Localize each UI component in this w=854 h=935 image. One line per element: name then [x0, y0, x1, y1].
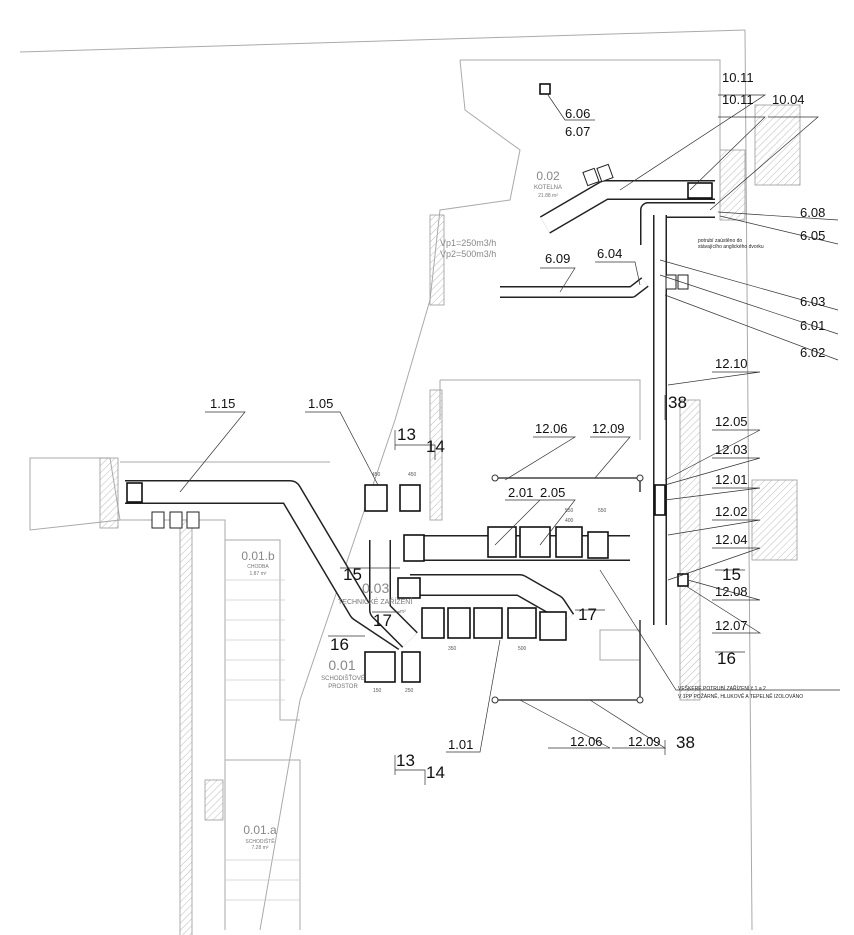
label-12.01: 12.01: [715, 472, 748, 487]
label-15b: 15: [343, 565, 362, 584]
label-6.05: 6.05: [800, 228, 825, 243]
label-6.06: 6.06: [565, 106, 590, 121]
room-chodba-area: 1.87 m²: [250, 571, 267, 577]
room-schodistovy-number: 0.01: [328, 657, 355, 673]
label-10.11a: 10.11: [722, 70, 754, 85]
label-38b: 38: [676, 733, 695, 752]
label-2.05: 2.05: [540, 485, 565, 500]
flow-vp1: Vp1=250m3/h: [440, 238, 496, 248]
label-12.05: 12.05: [715, 414, 748, 429]
label-6.08: 6.08: [800, 205, 825, 220]
room-kotelna-area: 21.88 m²: [538, 193, 558, 199]
label-12.06a: 12.06: [535, 421, 568, 436]
label-6.04: 6.04: [597, 246, 622, 261]
label-12.06b: 12.06: [570, 734, 603, 749]
label-12.10: 12.10: [715, 356, 748, 371]
flow-vp2: Vp2=500m3/h: [440, 249, 496, 259]
label-1.05: 1.05: [308, 396, 333, 411]
room-chodba-number: 0.01.b: [241, 549, 275, 563]
label-12.02: 12.02: [715, 504, 748, 519]
room-technicke-number: 0.03: [362, 580, 389, 596]
notes: potrubí zaústěno do stávajícího anglické…: [678, 238, 803, 700]
room-schodiste-number: 0.01.a: [243, 823, 277, 837]
duct-components: [126, 83, 713, 683]
dim-450b: 450: [408, 472, 417, 478]
dim-250: 250: [405, 688, 414, 694]
label-13b: 13: [396, 751, 415, 770]
label-1.01: 1.01: [448, 737, 473, 752]
label-6.09: 6.09: [545, 251, 570, 266]
pipes: [491, 474, 644, 704]
label-16b: 16: [717, 649, 736, 668]
room-labels: 0.02 KOTELNA 21.88 m² Vp1=250m3/h Vp2=50…: [241, 169, 562, 851]
label-6.03: 6.03: [800, 294, 825, 309]
room-technicke-area: m²: [400, 609, 406, 615]
label-10.04: 10.04: [772, 92, 805, 107]
label-17a: 17: [373, 611, 392, 630]
label-12.03: 12.03: [715, 442, 748, 457]
note-outlet-line1: potrubí zaústěno do: [698, 238, 742, 244]
room-schodistovy-name2: PROSTOR: [328, 684, 358, 690]
dim-550a: 550: [565, 508, 574, 514]
note-outlet-line2: stávajícího anglického dvorku: [698, 244, 764, 250]
room-schodiste-name: SCHODIŠTĚ: [245, 837, 275, 845]
label-14b: 14: [426, 763, 445, 782]
note-insulation-line2: V 1PP POŽÁRNĚ, HLUKOVĚ A TEPELNĚ IZOLOVÁ…: [678, 692, 803, 700]
label-12.07: 12.07: [715, 618, 748, 633]
label-13a: 13: [397, 425, 416, 444]
dim-150: 150: [373, 688, 382, 694]
label-17b: 17: [578, 605, 597, 624]
label-10.11b: 10.11: [722, 92, 754, 107]
labels: 6.06 6.07 10.11 10.11 10.04 6.08 6.05 6.…: [210, 70, 825, 782]
building-walls: [19, 29, 801, 935]
label-16a: 16: [330, 635, 349, 654]
note-insulation-line1: VEŠKERÉ POTRUBÍ ZAŘÍZENÍ č.1 a 2: [678, 684, 766, 692]
ductwork: [125, 180, 715, 650]
room-technicke-name: TECHNICKÉ ZAŘÍZENÍ: [338, 597, 412, 606]
dimensions: 550 550 400 450 450 150 250 500 350: [372, 472, 607, 694]
label-12.08: 12.08: [715, 584, 748, 599]
dim-400: 400: [565, 518, 574, 524]
dim-550b: 550: [598, 508, 607, 514]
label-6.07: 6.07: [565, 124, 590, 139]
dim-450a: 450: [372, 472, 381, 478]
room-schodiste-area: 7.28 m²: [252, 845, 269, 851]
label-1.15: 1.15: [210, 396, 235, 411]
room-chodba-name: CHODBA: [247, 564, 269, 570]
dim-350: 350: [448, 646, 457, 652]
room-schodistovy-name1: SCHODIŠŤOVÉ: [321, 674, 365, 682]
label-12.09a: 12.09: [592, 421, 625, 436]
label-6.01: 6.01: [800, 318, 825, 333]
label-6.02: 6.02: [800, 345, 825, 360]
label-14a: 14: [426, 437, 445, 456]
label-12.09b: 12.09: [628, 734, 661, 749]
leader-lines: [179, 94, 840, 785]
label-15a: 15: [722, 565, 741, 584]
dim-500: 500: [518, 646, 527, 652]
label-12.04: 12.04: [715, 532, 748, 547]
room-kotelna-name: KOTELNA: [534, 185, 562, 191]
label-38a: 38: [668, 393, 687, 412]
room-kotelna-number: 0.02: [536, 169, 560, 183]
label-2.01: 2.01: [508, 485, 533, 500]
